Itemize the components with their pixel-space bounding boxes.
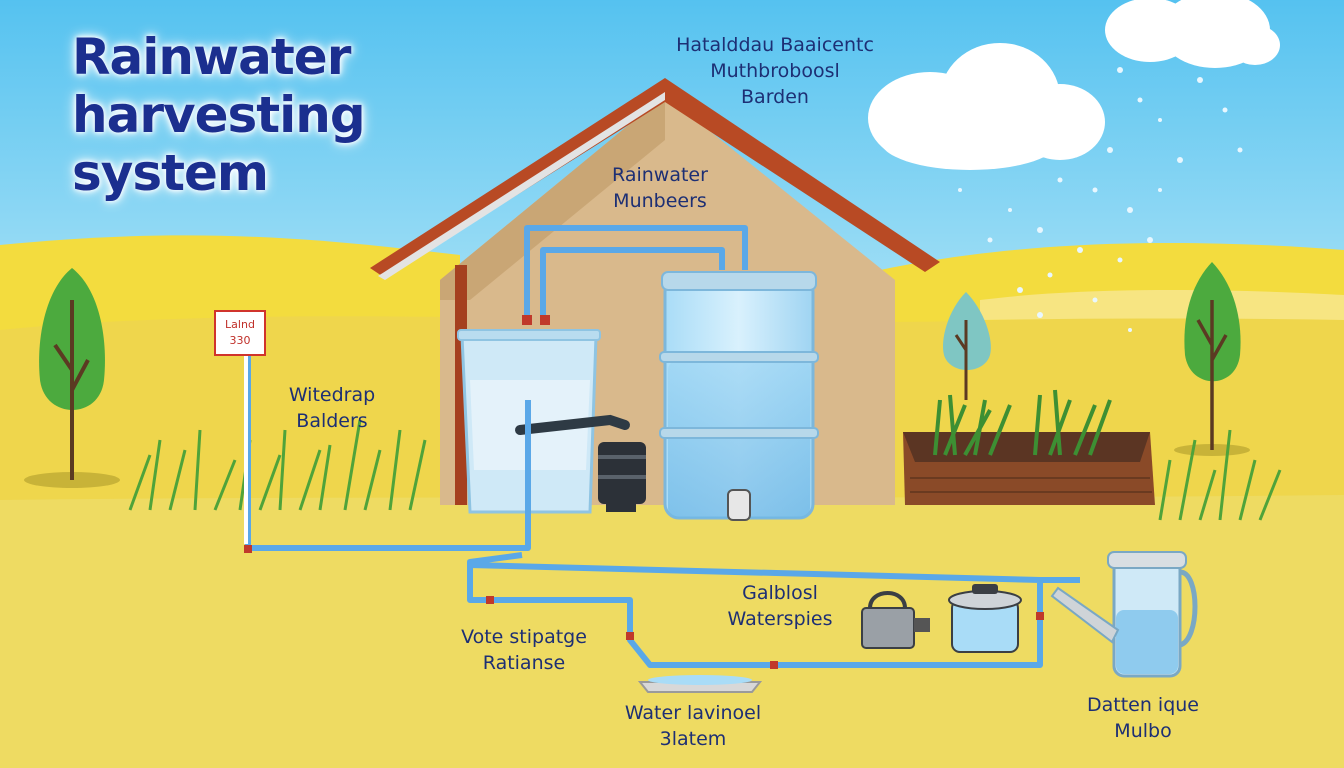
watering-can xyxy=(1050,551,1198,678)
foreground-field xyxy=(0,495,1344,768)
label-left-line-2: Balders xyxy=(296,410,368,432)
main-title: Rainwater harvesting system xyxy=(72,28,366,202)
label-datten-line-1: Datten ique xyxy=(1086,694,1199,716)
label-house: Rainwater Munbeers xyxy=(575,162,745,214)
small-cloud xyxy=(1105,0,1280,68)
sign-board: Lalnd 330 xyxy=(214,310,266,356)
title-line-2: harvesting xyxy=(72,86,366,144)
title-line-3: system xyxy=(72,144,269,202)
label-galblosl: Galblosl Waterspies xyxy=(700,580,860,632)
label-galblosl-line-1: Galblosl xyxy=(742,582,818,604)
label-top-center-line-3: Barden xyxy=(741,86,809,108)
sign-line-2: 330 xyxy=(229,334,251,347)
grass-right xyxy=(1158,429,1282,521)
rain-drops xyxy=(958,67,1243,332)
label-water-line-1: Water lavinoel xyxy=(624,702,762,724)
grass-left xyxy=(128,419,427,511)
label-house-line-1: Rainwater xyxy=(612,164,708,186)
label-water: Water lavinoel 3latem xyxy=(598,700,788,752)
title-line-1: Rainwater xyxy=(72,28,351,86)
water-pot xyxy=(948,584,1022,653)
roof-pipes xyxy=(524,225,748,320)
label-vote-line-1: Vote stipatge xyxy=(461,626,587,648)
garden-bed xyxy=(903,389,1155,505)
tree-small xyxy=(942,292,991,400)
label-datten: Datten ique Mulbo xyxy=(1068,692,1218,744)
label-left: Witedrap Balders xyxy=(262,382,402,434)
sign-post xyxy=(244,354,248,544)
field-stripe xyxy=(980,290,1344,320)
label-vote: Vote stipatge Ratianse xyxy=(440,624,608,676)
label-vote-line-2: Ratianse xyxy=(482,652,566,674)
label-top-center-line-1: Hatalddau Baaicentc xyxy=(676,34,874,56)
storage-barrel xyxy=(659,271,819,521)
label-left-line-1: Witedrap xyxy=(288,384,376,406)
label-house-line-2: Munbeers xyxy=(613,190,707,212)
pipe-joints xyxy=(244,315,1044,669)
label-top-center: Hatalddau Baaicentc Muthbroboosl Barden xyxy=(660,32,890,110)
label-top-center-line-2: Muthbroboosl xyxy=(710,60,840,82)
label-datten-line-2: Mulbo xyxy=(1114,720,1172,742)
label-galblosl-line-2: Waterspies xyxy=(727,608,833,630)
infiltration-tray xyxy=(637,675,763,693)
label-water-line-2: 3latem xyxy=(659,728,727,750)
tree-left xyxy=(24,268,120,488)
rain-cloud xyxy=(868,43,1105,170)
pump-device xyxy=(861,591,930,649)
sign-line-1: Lalnd xyxy=(225,318,255,331)
